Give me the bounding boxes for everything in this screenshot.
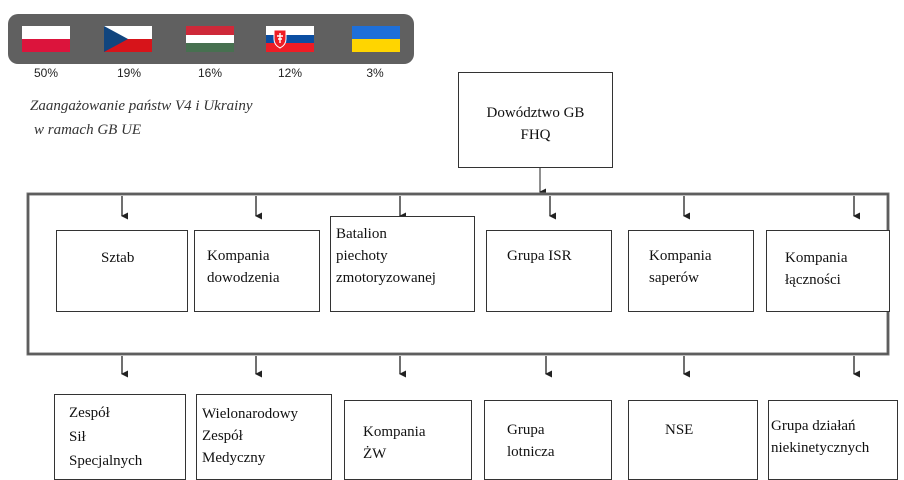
- unit-line: Grupa: [507, 422, 545, 438]
- unit-line: Specjalnych: [69, 453, 143, 469]
- unit-line: piechoty: [336, 248, 388, 264]
- czech-flag-icon: [104, 26, 152, 52]
- unit-wielonarodowy-zespol-medyczny: Wielonarodowy Zespół Medyczny: [196, 394, 332, 480]
- unit-line: Medyczny: [202, 450, 266, 466]
- unit-line: lotnicza: [507, 444, 555, 460]
- unit-line: Batalion: [336, 226, 387, 242]
- unit-line: Kompania: [207, 248, 270, 264]
- pct-slovakia: 12%: [277, 66, 303, 80]
- unit-grupa-isr: Grupa ISR: [486, 230, 612, 312]
- unit-line: Kompania: [363, 424, 426, 440]
- unit-grupa-dzialan-niekinetycznych: Grupa działań niekinetycznych: [768, 400, 898, 480]
- unit-kompania-dowodzenia: Kompania dowodzenia: [194, 230, 320, 312]
- unit-nse: NSE: [628, 400, 758, 480]
- unit-line: Zespół: [69, 405, 110, 421]
- unit-line: ŻW: [363, 446, 387, 462]
- unit-line: Zespół: [202, 428, 243, 444]
- unit-kompania-saperow: Kompania saperów: [628, 230, 754, 312]
- unit-line: Grupa działań: [771, 418, 856, 434]
- hq-line-1: Dowództwo GB: [486, 105, 585, 121]
- hq-box: Dowództwo GB FHQ: [458, 72, 613, 168]
- unit-kompania-lacznosci: Kompania łączności: [766, 230, 890, 312]
- engagement-note: Zaangażowanie państw V4 i Ukrainy w rama…: [30, 94, 253, 142]
- slovakia-flag-icon: [266, 26, 314, 52]
- pct-ukraine: 3%: [366, 66, 384, 80]
- note-line-1: Zaangażowanie państw V4 i Ukrainy: [30, 98, 253, 114]
- unit-grupa-lotnicza: Grupa lotnicza: [484, 400, 612, 480]
- unit-line: zmotoryzowanej: [336, 270, 436, 286]
- pct-poland: 50%: [33, 66, 59, 80]
- unit-line: NSE: [665, 422, 694, 438]
- unit-line: dowodzenia: [207, 270, 280, 286]
- unit-line: Wielonarodowy: [202, 406, 299, 422]
- unit-kompania-zw: Kompania ŻW: [344, 400, 472, 480]
- flag-bar: [8, 14, 414, 64]
- poland-flag-icon: [22, 26, 70, 52]
- unit-line: Sił: [69, 429, 86, 445]
- unit-line: Kompania: [649, 248, 712, 264]
- unit-line: Kompania: [785, 250, 848, 266]
- hungary-flag-icon: [186, 26, 234, 52]
- unit-line: saperów: [649, 270, 699, 286]
- ukraine-flag-icon: [352, 26, 400, 52]
- unit-line: łączności: [785, 272, 841, 288]
- hq-line-2: FHQ: [520, 127, 551, 143]
- unit-line: Sztab: [101, 250, 135, 266]
- unit-batalion-piechoty: Batalion piechoty zmotoryzowanej: [330, 216, 475, 312]
- unit-line: Grupa ISR: [507, 248, 572, 264]
- note-line-2: w ramach GB UE: [34, 122, 142, 138]
- unit-line: niekinetycznych: [771, 440, 870, 456]
- pct-czech: 19%: [116, 66, 142, 80]
- pct-hungary: 16%: [197, 66, 223, 80]
- unit-sztab: Sztab: [56, 230, 188, 312]
- unit-zespol-sil-specjalnych: Zespół Sił Specjalnych: [54, 394, 186, 480]
